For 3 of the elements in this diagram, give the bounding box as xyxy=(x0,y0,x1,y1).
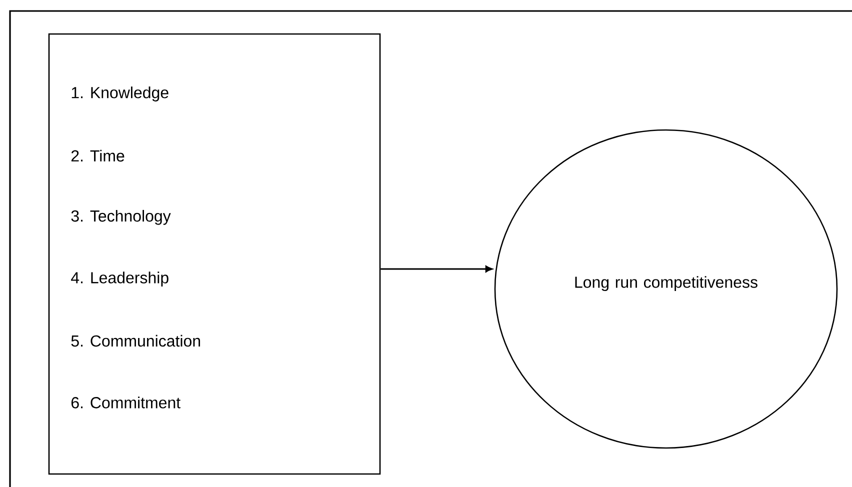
arrow xyxy=(380,266,492,272)
ellipse-node: Long run competitiveness xyxy=(494,129,838,449)
list-box: 1. Knowledge 2. Time 3. Technology 4. Leadership 5. Communication 6. Commitment xyxy=(48,33,381,475)
